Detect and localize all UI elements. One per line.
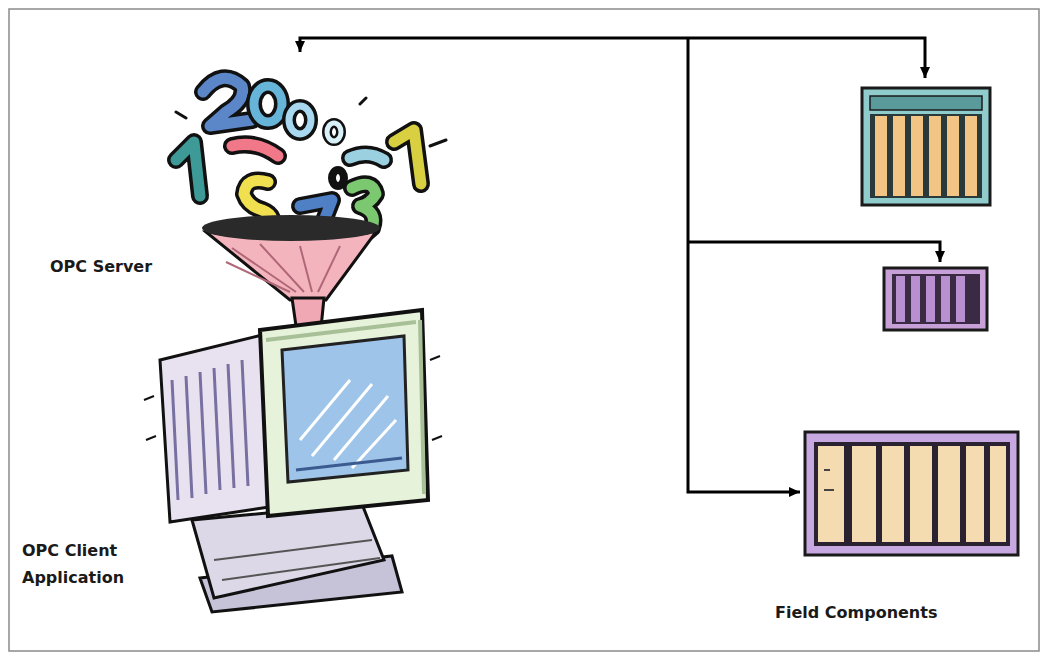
device-group: Field Components: [770, 78, 1032, 628]
funnel-node: OPC Server: [40, 52, 460, 282]
bus-connector: [295, 38, 945, 497]
frame-border: [9, 9, 1039, 651]
arrow-head: [920, 67, 930, 78]
bus-line: [300, 38, 940, 492]
digit-glyphs: [176, 78, 446, 236]
field-device: [862, 88, 990, 205]
node-label: OPC Server: [50, 253, 350, 280]
node-label: Field Components: [775, 599, 1025, 626]
arrow-head: [789, 487, 800, 497]
field-device: [805, 432, 1018, 555]
computer-icon: [144, 310, 442, 612]
arrow-head: [295, 41, 305, 52]
field-device: [884, 268, 987, 330]
node-label: OPC Client Application: [22, 537, 162, 591]
arrow-head: [935, 251, 945, 262]
computer-node: OPC Client Application: [14, 300, 444, 610]
